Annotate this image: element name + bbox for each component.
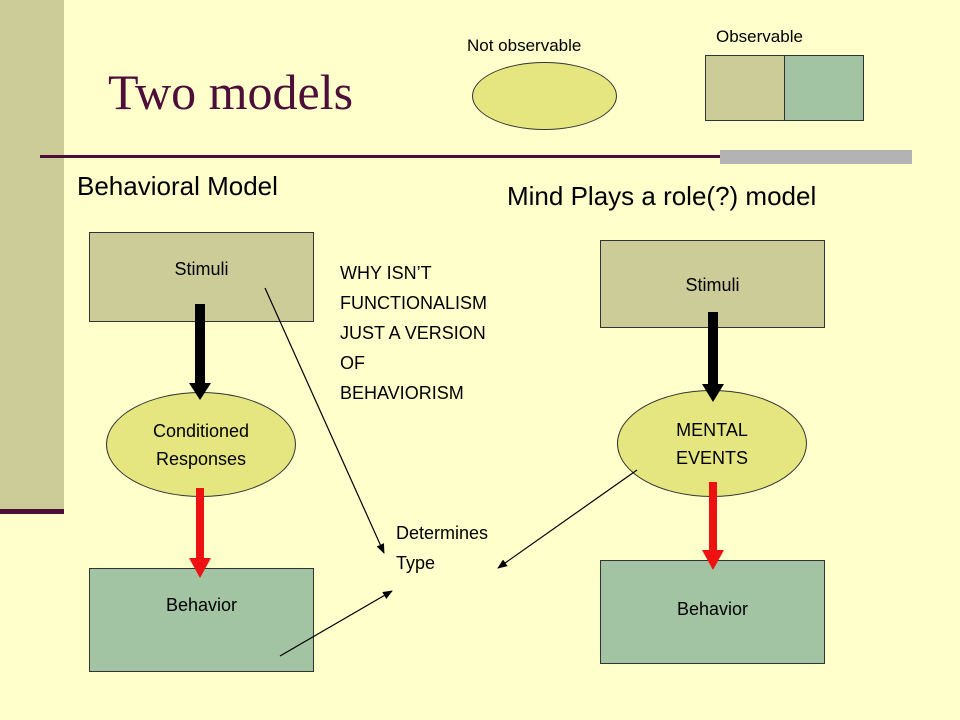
behavioral-behavior-box: Behavior xyxy=(89,568,314,672)
mental-to-type-arrow xyxy=(497,469,638,569)
determines-line-1: Determines xyxy=(396,523,489,543)
conditioned-responses-line1: Conditioned xyxy=(152,420,250,441)
conditioned-responses-line2: Responses xyxy=(155,448,247,469)
behavioral-response-arrow xyxy=(189,488,211,578)
title-gray-accent xyxy=(720,150,912,164)
mental-events-line1: MENTAL xyxy=(676,419,748,440)
behavioral-stimulus-arrow xyxy=(189,304,211,400)
mind-model-heading: Mind Plays a role(?) model xyxy=(507,181,817,211)
mind-stimuli-label: Stimuli xyxy=(685,275,740,295)
question-line-2: FUNCTIONALISM xyxy=(340,293,488,313)
functionalism-question: WHY ISN’T FUNCTIONALISM JUST A VERSION O… xyxy=(340,258,487,408)
legend-observable-label: Observable xyxy=(716,27,803,46)
mind-stimulus-arrow xyxy=(702,312,724,402)
mental-events-line2: EVENTS xyxy=(675,447,749,468)
behavioral-model-heading: Behavioral Model xyxy=(77,171,278,201)
mind-behavior-label: Behavior xyxy=(676,599,749,619)
question-line-4: OF xyxy=(340,353,365,373)
stimuli-to-type-arrow xyxy=(264,287,385,554)
left-decor-accent xyxy=(0,509,64,514)
left-decor-bar xyxy=(0,0,64,512)
mind-behavior-box: Behavior xyxy=(600,560,825,664)
conditioned-responses-ellipse: Conditioned Responses xyxy=(106,392,296,497)
determines-line-2: Type xyxy=(396,553,436,573)
question-line-1: WHY ISN’T xyxy=(340,263,432,283)
question-line-3: JUST A VERSION xyxy=(340,323,486,343)
behavioral-stimuli-label: Stimuli xyxy=(174,259,229,279)
slide-title: Two models xyxy=(108,64,354,120)
mind-mental-arrow xyxy=(702,482,724,570)
determines-type-label: Determines Type xyxy=(396,518,488,578)
behavioral-behavior-label: Behavior xyxy=(165,595,238,615)
behavior-to-type-arrow xyxy=(279,590,393,657)
question-line-5: BEHAVIORISM xyxy=(340,383,464,403)
legend-not-observable-ellipse xyxy=(472,62,617,130)
title-underline xyxy=(40,155,910,158)
legend-observable-swatch-left xyxy=(705,55,785,121)
legend-not-observable-label: Not observable xyxy=(467,36,582,55)
legend-observable-swatch-right xyxy=(784,55,864,121)
